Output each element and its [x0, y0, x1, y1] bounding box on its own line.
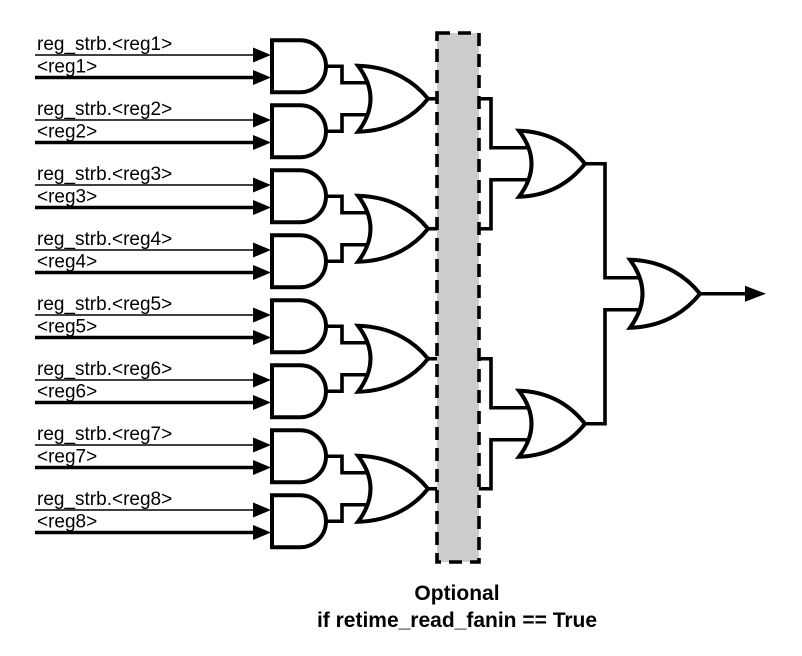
input-arrow-icon: [253, 372, 271, 388]
input-value-label: <reg3>: [37, 187, 97, 208]
input-row-8: reg_strb.<reg8> <reg8>: [35, 489, 271, 540]
optional-retime-box: [435, 31, 481, 564]
or-gate-icon: [353, 63, 431, 134]
and-gate-icon: [270, 298, 328, 355]
stage2-to-stage3-wires: [428, 96, 540, 491]
or-gate-icon: [353, 453, 431, 524]
caption-line2: if retime_read_fanin == True: [317, 609, 597, 632]
input-arrow-icon: [253, 200, 271, 215]
input-arrow-icon: [253, 177, 271, 193]
input-strb-label: reg_strb.<reg1>: [37, 34, 172, 55]
or-gate-icon: [353, 323, 431, 394]
or-gate-icon: [353, 193, 431, 264]
input-strb-label: reg_strb.<reg8>: [37, 489, 172, 510]
input-value-label: <reg5>: [37, 317, 97, 338]
input-arrow-icon: [253, 112, 271, 128]
or-gate-icon: [514, 128, 588, 199]
and-gates: [270, 38, 328, 550]
input-row-2: reg_strb.<reg2> <reg2>: [35, 99, 271, 150]
caption-line1: Optional: [414, 582, 499, 605]
input-arrow-icon: [253, 70, 271, 85]
input-arrow-icon: [253, 437, 271, 453]
input-arrow-icon: [253, 307, 271, 323]
input-row-4: reg_strb.<reg4> <reg4>: [35, 229, 271, 280]
and-gate-icon: [270, 168, 328, 225]
input-value-label: <reg4>: [37, 252, 97, 273]
output-arrow-icon: [745, 285, 766, 302]
input-strb-label: reg_strb.<reg2>: [37, 99, 172, 120]
input-row-7: reg_strb.<reg7> <reg7>: [35, 424, 271, 475]
input-arrow-icon: [253, 330, 271, 345]
final-or-gate-icon: [625, 257, 703, 330]
input-row-3: reg_strb.<reg3> <reg3>: [35, 164, 271, 215]
input-strb-label: reg_strb.<reg7>: [37, 424, 172, 445]
input-arrow-icon: [253, 395, 271, 410]
stage2-or-gates: [353, 63, 431, 524]
input-strb-label: reg_strb.<reg6>: [37, 359, 172, 380]
and-gate-icon: [270, 428, 328, 485]
input-value-label: <reg1>: [37, 57, 97, 78]
input-arrow-icon: [253, 135, 271, 150]
input-arrow-icon: [253, 265, 271, 280]
input-strb-label: reg_strb.<reg3>: [37, 164, 172, 185]
and-gate-icon: [270, 233, 328, 290]
input-value-label: <reg2>: [37, 122, 97, 143]
input-strb-label: reg_strb.<reg4>: [37, 229, 172, 250]
input-row-1: reg_strb.<reg1> <reg1>: [35, 34, 271, 85]
and-gate-icon: [270, 363, 328, 420]
input-arrow-icon: [253, 525, 271, 540]
input-arrow-icon: [253, 47, 271, 63]
stage1-to-stage2-wires: [326, 64, 378, 524]
input-row-6: reg_strb.<reg6> <reg6>: [35, 359, 271, 410]
and-gate-icon: [270, 103, 328, 160]
or-gate-icon: [514, 388, 588, 459]
input-strb-label: reg_strb.<reg5>: [37, 294, 172, 315]
stage3-or-gates: [514, 128, 588, 459]
and-gate-icon: [270, 493, 328, 550]
input-value-label: <reg7>: [37, 447, 97, 468]
input-arrow-icon: [253, 242, 271, 258]
input-arrow-icon: [253, 502, 271, 518]
and-gate-icon: [270, 38, 328, 95]
stage3-to-final-wires: [585, 161, 766, 426]
input-arrow-icon: [253, 460, 271, 475]
input-value-label: <reg6>: [37, 382, 97, 403]
input-row-5: reg_strb.<reg5> <reg5>: [35, 294, 271, 345]
input-value-label: <reg8>: [37, 512, 97, 533]
